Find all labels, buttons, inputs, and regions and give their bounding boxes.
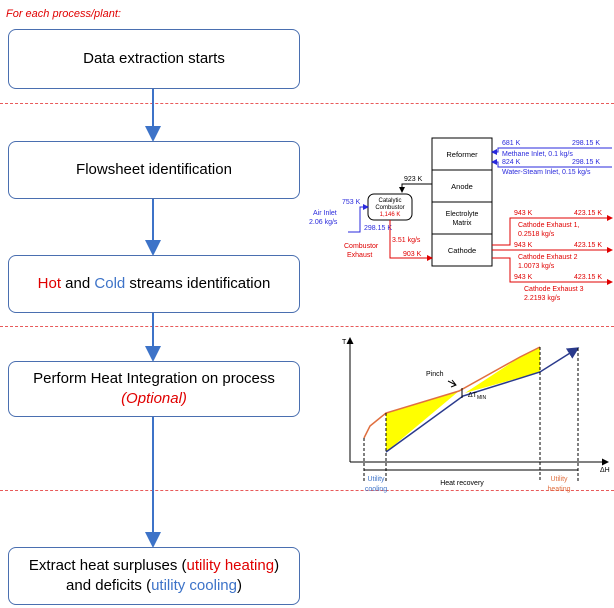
step-label: Perform Heat Integration on process [33, 370, 275, 387]
x-axis-label: ΔH [600, 467, 610, 474]
air-temp: 753 K [342, 199, 361, 206]
anode-temp: 923 K [404, 176, 423, 183]
methane-stream [491, 147, 612, 155]
utility-cooling-label: Utility [367, 476, 385, 483]
water-label: Water-Steam Inlet, 0.15 kg/s [502, 169, 591, 176]
water-stream [491, 159, 612, 168]
text-part: Extract heat surpluses ( [28, 557, 187, 574]
ce3-flow: 2.2193 kg/s [524, 295, 561, 302]
hot-composite-curve [363, 346, 541, 439]
heat-recovery-label: Heat recovery [440, 480, 484, 487]
step-label: Data extraction starts [83, 50, 225, 67]
anode-label: Anode [451, 182, 473, 191]
utility-heating-label: heating [548, 486, 571, 493]
air-label: Air Inlet [313, 210, 337, 217]
step-extract-heat: Extract heat surpluses (utility heating)… [8, 547, 300, 605]
methane-tin: 681 K [502, 140, 521, 147]
reformer-box [431, 137, 493, 171]
ce1-label: Cathode Exhaust 1, [518, 222, 580, 229]
ce1-flow: 0.2518 kg/s [518, 231, 555, 238]
ce2-tout: 423.15 K [574, 242, 602, 249]
cathode-label: Cathode [448, 246, 476, 255]
air-flow: 2.06 kg/s [309, 219, 338, 226]
electrolyte-box [431, 201, 493, 235]
ce2-label: Cathode Exhaust 2 [518, 254, 578, 261]
section-divider [0, 490, 614, 491]
dtmin-text: ΔT [468, 392, 478, 399]
step-label-line1: Extract heat surpluses (utility heating) [29, 556, 279, 576]
cathode-box [431, 233, 493, 267]
dtmin-label: ΔTMIN [468, 392, 487, 401]
pinch-label: Pinch [426, 371, 444, 378]
optional-label: (Optional) [121, 390, 187, 407]
ce2-flow: 1.0073 kg/s [518, 263, 555, 270]
text-part: ) [236, 577, 242, 594]
utility-cooling-word: utility cooling [151, 577, 237, 594]
cold-word: Cold [94, 275, 126, 292]
exhaust-flow: 3.51 kg/s [392, 237, 421, 244]
step-streams-identification: Hot and Cold streams identification [8, 255, 300, 313]
anode-exhaust-stream [399, 183, 432, 193]
step-data-extraction: Data extraction starts [8, 29, 300, 89]
combustor-exhaust-stream [389, 220, 433, 261]
exhaust-label: Combustor [344, 243, 379, 250]
streams-word: streams identification [125, 275, 271, 292]
exhaust-label: Exhaust [347, 252, 372, 259]
and-word: and [61, 275, 95, 292]
section-divider [0, 103, 614, 104]
reformer-label: Reformer [446, 150, 478, 159]
header-note: For each process/plant: [6, 8, 121, 20]
y-axis-label: T [342, 339, 347, 346]
heat-recovery-region-left [386, 391, 459, 452]
step-label-line2: and deficits (utility cooling) [66, 576, 242, 596]
ce3-label: Cathode Exhaust 3 [524, 286, 584, 293]
utility-cooling-label: cooling [365, 486, 387, 493]
step-label: Flowsheet identification [76, 161, 232, 178]
ce3-tin: 943 K [514, 274, 533, 281]
air-inlet-stream [348, 204, 369, 233]
step-heat-integration: Perform Heat Integration on process (Opt… [8, 361, 300, 417]
dtmin-subscript: MIN [477, 395, 487, 401]
matrix-label: Matrix [452, 220, 472, 227]
water-tin: 824 K [502, 159, 521, 166]
exhaust-temp: 903 K [403, 251, 422, 258]
ce3-tout: 423.15 K [574, 274, 602, 281]
combustor-label: Catalytic [378, 198, 401, 204]
ce2-tin: 943 K [514, 242, 533, 249]
combustor-temp: 1,146 K [380, 212, 401, 218]
air-temp-inlet: 298.15 K [364, 225, 392, 232]
water-tout: 298.15 K [572, 159, 600, 166]
text-part: and deficits ( [66, 577, 152, 594]
ce1-tin: 943 K [514, 210, 533, 217]
pinch-arrow-icon [447, 379, 457, 388]
methane-tout: 298.15 K [572, 140, 600, 147]
methane-label: Methane Inlet, 0.1 kg/s [502, 151, 573, 158]
combustor-label: Combustor [375, 205, 404, 211]
hot-word: Hot [37, 275, 62, 292]
cathode-exhaust-1-stream [492, 215, 613, 246]
cathode-exhaust-3-stream [492, 257, 613, 285]
step-label: Hot and Cold streams identification [38, 274, 271, 294]
heat-recovery-region-right [465, 347, 540, 393]
cold-composite-curve [385, 347, 580, 453]
utility-heating-word: utility heating [186, 557, 275, 574]
ce1-tout: 423.15 K [574, 210, 602, 217]
text-part: ) [274, 557, 280, 574]
electrolyte-label: Electrolyte [446, 211, 479, 218]
step-flowsheet-identification: Flowsheet identification [8, 141, 300, 199]
utility-heating-label: Utility [550, 476, 568, 483]
section-divider [0, 326, 614, 327]
